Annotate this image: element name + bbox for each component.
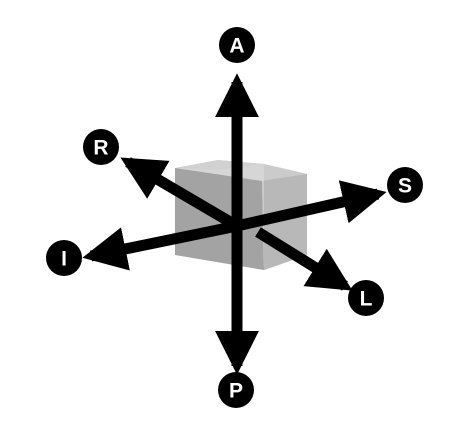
label-p-text: P [229, 380, 243, 403]
left-arrow [255, 227, 353, 291]
label-r-text: R [93, 137, 108, 160]
axis-label-s: S [387, 167, 423, 203]
axis-label-l: L [348, 280, 384, 316]
label-i-text: I [61, 248, 67, 271]
right-arrow [120, 157, 240, 231]
axis-arrows [82, 73, 387, 375]
superior-arrow [235, 180, 387, 232]
axis-label-p: P [218, 372, 254, 408]
axis-label-i: I [46, 240, 82, 276]
label-a-text: A [229, 35, 244, 58]
label-l-text: L [360, 288, 373, 311]
label-s-text: S [398, 175, 412, 198]
axis-label-r: R [83, 129, 119, 165]
axis-label-a: A [219, 27, 255, 63]
inferior-arrow [82, 220, 239, 271]
